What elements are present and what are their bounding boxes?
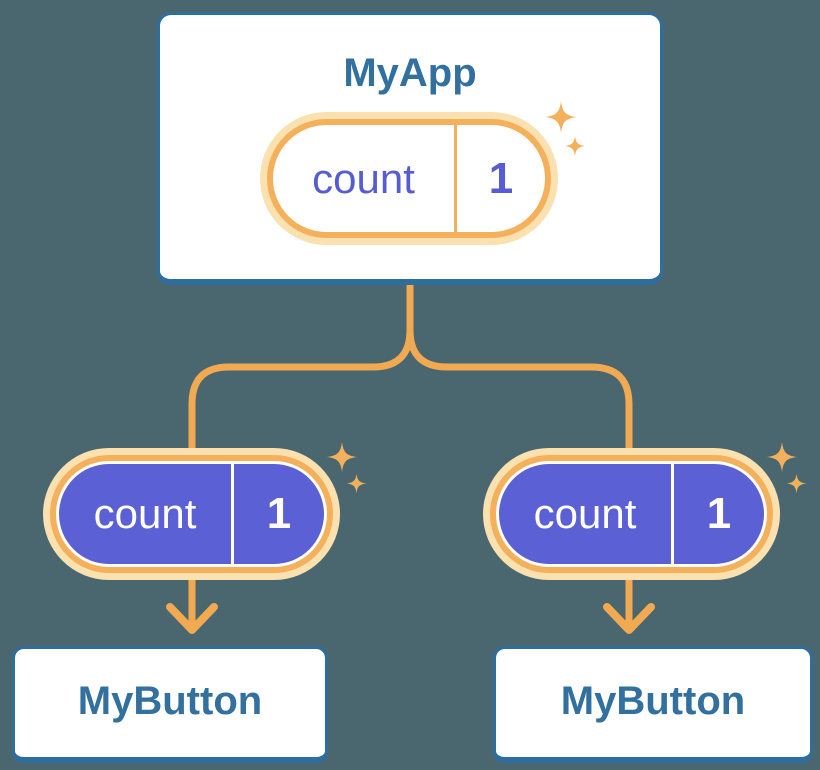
prop-pill-right: count 1 <box>483 448 780 580</box>
component-card-child-right: MyButton <box>493 646 813 763</box>
prop-value: 1 <box>706 489 732 538</box>
sparkle-icon <box>346 473 367 494</box>
connector-branch-right <box>406 276 633 632</box>
state-pill-root: count 1 <box>260 112 558 245</box>
root-component-name: MyApp <box>343 51 477 95</box>
pill-divider <box>454 125 457 232</box>
prop-pill-left: count 1 <box>43 448 340 580</box>
component-card-child-left: MyButton <box>12 646 328 763</box>
arrow-down-icon <box>166 603 218 634</box>
connector-branch-left <box>188 276 414 632</box>
prop-pill-ring: count 1 <box>490 455 773 573</box>
prop-label: count <box>93 490 197 537</box>
state-pill-ring: count 1 <box>267 119 551 238</box>
child-component-name: MyButton <box>77 679 263 723</box>
child-component-name: MyButton <box>560 679 746 723</box>
state-label: count <box>312 154 415 202</box>
sparkle-icon <box>786 473 807 494</box>
arrow-down-icon <box>603 603 655 634</box>
prop-pill-body: count 1 <box>499 464 764 564</box>
state-value: 1 <box>488 153 514 203</box>
sparkle-icon <box>327 442 357 472</box>
pill-divider <box>671 464 674 564</box>
prop-label: count <box>533 490 637 537</box>
pill-divider <box>231 464 234 564</box>
prop-pill-body: count 1 <box>59 464 324 564</box>
sparkle-icon <box>767 442 797 472</box>
sparkle-icon <box>564 135 586 157</box>
sparkle-icon <box>545 101 577 133</box>
prop-value: 1 <box>266 489 292 538</box>
prop-pill-ring: count 1 <box>50 455 333 573</box>
